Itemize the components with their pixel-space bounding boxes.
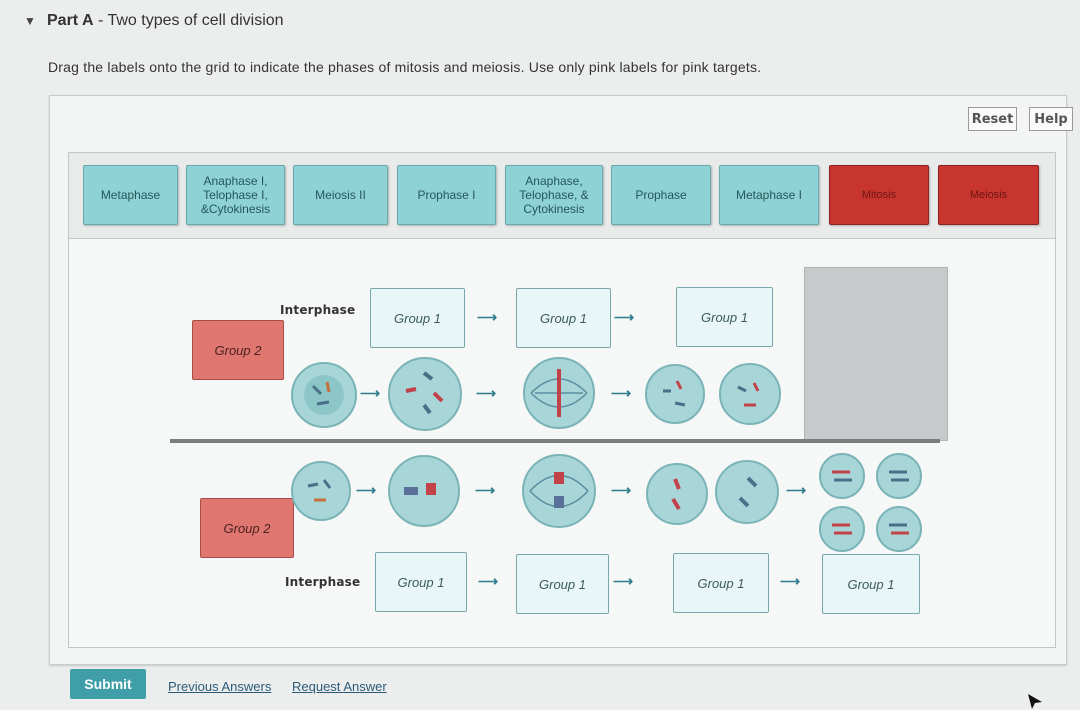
part-title: Part A - Two types of cell division xyxy=(47,12,284,30)
label-meiosis-ii[interactable]: Meiosis II xyxy=(293,165,388,225)
cell-meiosis-ii-4 xyxy=(876,506,922,552)
arrow-icon: ⟶ xyxy=(611,385,632,401)
cell-meiosis-ii-3 xyxy=(819,506,865,552)
target-top-1[interactable]: Group 1 xyxy=(370,288,465,348)
label-mitosis[interactable]: Mitosis xyxy=(829,165,929,225)
target-bottom-2[interactable]: Group 1 xyxy=(516,554,609,614)
arrow-icon: ⟶ xyxy=(477,309,498,325)
label-prophase-i[interactable]: Prophase I xyxy=(397,165,496,225)
target-bottom-4[interactable]: Group 1 xyxy=(822,554,920,614)
arrow-icon: ⟶ xyxy=(611,482,632,498)
reset-button[interactable]: Reset xyxy=(968,107,1017,131)
label-anaphase-telophase-cytokinesis[interactable]: Anaphase, Telophase, & Cytokinesis xyxy=(505,165,603,225)
previous-answers-link[interactable]: Previous Answers xyxy=(168,679,272,694)
cell-prophase-top xyxy=(388,357,462,431)
interphase-label-top: Interphase xyxy=(280,303,356,317)
arrow-icon: ⟶ xyxy=(614,309,635,325)
arrow-icon: ⟶ xyxy=(786,482,807,498)
label-metaphase[interactable]: Metaphase xyxy=(83,165,178,225)
label-prophase[interactable]: Prophase xyxy=(611,165,711,225)
arrow-icon: ⟶ xyxy=(475,482,496,498)
cell-metaphase-i-bottom xyxy=(522,454,596,528)
arrow-icon: ⟶ xyxy=(360,385,381,401)
cell-metaphase-top xyxy=(523,357,595,429)
empty-region xyxy=(804,267,948,441)
pink-target-top[interactable]: Group 2 xyxy=(192,320,284,380)
arrow-icon: ⟶ xyxy=(476,385,497,401)
label-metaphase-i[interactable]: Metaphase I xyxy=(719,165,819,225)
part-title-text: - Two types of cell division xyxy=(97,12,284,29)
cell-prophase-i-bottom xyxy=(388,455,460,527)
arrow-icon: ⟶ xyxy=(478,573,499,589)
cell-telophase-i-1-bottom xyxy=(646,463,708,525)
collapse-triangle-icon[interactable]: ▼ xyxy=(24,14,36,28)
cell-daughter-2-top xyxy=(719,363,781,425)
arrow-icon: ⟶ xyxy=(356,482,377,498)
cell-meiosis-ii-2 xyxy=(876,453,922,499)
label-meiosis[interactable]: Meiosis xyxy=(938,165,1039,225)
mouse-cursor-icon xyxy=(1028,694,1042,709)
help-button[interactable]: Help xyxy=(1029,107,1073,131)
target-bottom-3[interactable]: Group 1 xyxy=(673,553,769,613)
cell-meiosis-ii-1 xyxy=(819,453,865,499)
pink-target-bottom[interactable]: Group 2 xyxy=(200,498,294,558)
arrow-icon: ⟶ xyxy=(780,573,801,589)
submit-button[interactable]: Submit xyxy=(70,669,146,699)
cell-interphase-bottom xyxy=(291,461,351,521)
label-anaphase-i-telophase-i-cytokinesis[interactable]: Anaphase I, Telophase I, &Cytokinesis xyxy=(186,165,285,225)
target-top-2[interactable]: Group 1 xyxy=(516,288,611,348)
target-bottom-1[interactable]: Group 1 xyxy=(375,552,467,612)
cell-telophase-i-2-bottom xyxy=(715,460,779,524)
cell-interphase-top xyxy=(291,362,357,428)
request-answer-link[interactable]: Request Answer xyxy=(292,679,387,694)
part-prefix: Part A xyxy=(47,12,94,29)
target-top-3[interactable]: Group 1 xyxy=(676,287,773,347)
cell-daughter-1-top xyxy=(645,364,705,424)
arrow-icon: ⟶ xyxy=(613,573,634,589)
row-divider xyxy=(170,439,940,443)
instructions: Drag the labels onto the grid to indicat… xyxy=(48,59,762,75)
interphase-label-bottom: Interphase xyxy=(285,575,361,589)
